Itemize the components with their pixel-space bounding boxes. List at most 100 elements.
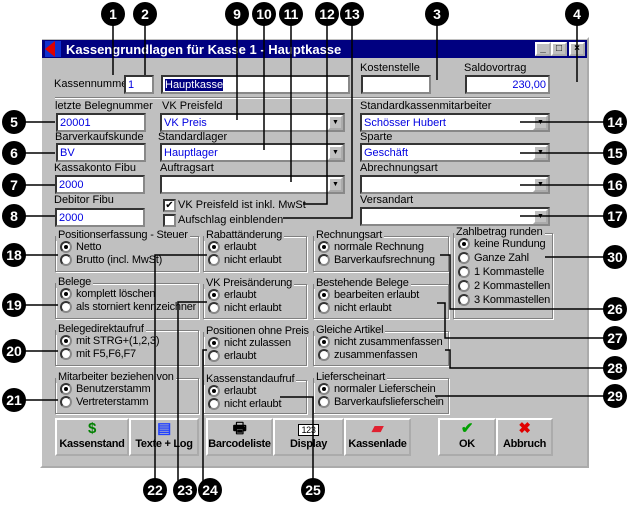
barverkaufskunde-input[interactable]: BV	[56, 143, 146, 162]
radio-button[interactable]	[60, 301, 72, 313]
radio-label: erlaubt	[224, 350, 257, 362]
abbruch-button[interactable]: ✖Abbruch	[496, 418, 553, 456]
radio-button[interactable]	[208, 289, 220, 301]
radio-option[interactable]: Barverkaufsrechnung	[318, 254, 446, 266]
minimize-button[interactable]: _	[535, 42, 551, 56]
radio-option[interactable]: 3 Kommastellen	[458, 294, 550, 306]
radio-option[interactable]: komplett löschen	[60, 288, 196, 300]
radio-button[interactable]	[208, 241, 220, 253]
saldovortrag-input[interactable]: 230,00	[465, 75, 550, 94]
radio-label: Brutto (incl. MwSt)	[76, 254, 163, 266]
radio-option[interactable]: nicht zulassen	[208, 337, 304, 349]
radio-button[interactable]	[208, 337, 220, 349]
radio-option[interactable]: Vertreterstamm	[60, 396, 196, 408]
kassennummer-label: Kassennumme	[54, 78, 128, 90]
kassennummer-input[interactable]: 1	[124, 75, 154, 94]
radio-label: nicht erlaubt	[224, 398, 282, 410]
radio-button[interactable]	[318, 241, 330, 253]
radio-button[interactable]	[318, 336, 330, 348]
radio-button[interactable]	[458, 294, 470, 306]
versandart-combo[interactable]: ▼	[360, 207, 550, 226]
radio-button[interactable]	[318, 289, 330, 301]
maximize-button[interactable]: □	[551, 42, 567, 56]
radio-option[interactable]: erlaubt	[208, 241, 304, 253]
radio-button[interactable]	[208, 350, 220, 362]
belegnummer-input[interactable]: 20001	[56, 113, 146, 132]
aufschlag-checkbox[interactable]	[163, 214, 176, 227]
radio-button[interactable]	[208, 385, 220, 397]
radio-button[interactable]	[318, 383, 330, 395]
radio-option[interactable]: mit STRG+(1,2,3)	[60, 335, 196, 347]
radio-option[interactable]: Ganze Zahl	[458, 252, 550, 264]
radio-button[interactable]	[458, 238, 470, 250]
radio-button[interactable]	[458, 266, 470, 278]
radio-option[interactable]: nicht erlaubt	[208, 254, 304, 266]
radio-option[interactable]: 2 Kommastellen	[458, 280, 550, 292]
dropdown-arrow-icon[interactable]: ▼	[328, 177, 343, 192]
radio-option[interactable]: nicht erlaubt	[318, 302, 446, 314]
vkpreisfeld-combo[interactable]: VK Preis▼	[160, 113, 345, 132]
radio-button[interactable]	[318, 396, 330, 408]
standardlager-combo[interactable]: Hauptlager▼	[160, 143, 345, 162]
radio-button[interactable]	[458, 252, 470, 264]
radio-button[interactable]	[208, 302, 220, 314]
radio-option[interactable]: keine Rundung	[458, 238, 550, 250]
radio-option[interactable]: normaler Lieferschein	[318, 383, 446, 395]
radio-option[interactable]: Brutto (incl. MwSt)	[60, 254, 196, 266]
auftragsart-combo[interactable]: ▼	[160, 175, 345, 194]
radio-option[interactable]: nicht erlaubt	[208, 302, 304, 314]
radio-option[interactable]: normale Rechnung	[318, 241, 446, 253]
radio-button[interactable]	[60, 288, 72, 300]
radio-button[interactable]	[318, 302, 330, 314]
radio-button[interactable]	[318, 349, 330, 361]
dropdown-arrow-icon[interactable]: ▼	[328, 115, 343, 130]
radio-option[interactable]: erlaubt	[208, 289, 304, 301]
barcodeliste-button[interactable]: 🖶Barcodeliste	[206, 418, 273, 456]
radio-option[interactable]: mit F5,F6,F7	[60, 348, 196, 360]
radio-button[interactable]	[60, 335, 72, 347]
kostenstelle-input[interactable]	[361, 75, 431, 94]
radio-button[interactable]	[60, 254, 72, 266]
kassenlade-button[interactable]: ▰Kassenlade	[344, 418, 411, 456]
radio-option[interactable]: erlaubt	[208, 385, 304, 397]
radio-label: bearbeiten erlaubt	[334, 289, 420, 301]
dropdown-arrow-icon[interactable]: ▼	[328, 145, 343, 160]
callout-marker: 30	[603, 245, 627, 269]
radio-option[interactable]: zusammenfassen	[318, 349, 446, 361]
radio-button[interactable]	[60, 383, 72, 395]
radio-button[interactable]	[208, 398, 220, 410]
notepad-icon: ▤	[157, 420, 171, 437]
radio-option[interactable]: bearbeiten erlaubt	[318, 289, 446, 301]
group-title: Gleiche Artikel	[314, 324, 386, 336]
ok-button[interactable]: ✔OK	[438, 418, 496, 456]
kassenstand-button[interactable]: $Kassenstand	[55, 418, 129, 456]
texte-log-button[interactable]: ▤Texte + Log	[129, 418, 199, 456]
radio-option[interactable]: Netto	[60, 241, 196, 253]
radio-label: Barverkaufsrechnung	[334, 254, 435, 266]
callout-marker: 7	[2, 173, 26, 197]
radio-option[interactable]: 1 Kommastelle	[458, 266, 550, 278]
radio-option[interactable]: als storniert kennzeichnen	[60, 301, 196, 313]
radio-button[interactable]	[60, 348, 72, 360]
radio-option[interactable]: nicht zusammenfassen	[318, 336, 446, 348]
radio-label: nicht erlaubt	[224, 302, 282, 314]
mitarbeiter-combo[interactable]: Schösser Hubert▼	[360, 113, 550, 132]
radio-option[interactable]: erlaubt	[208, 350, 304, 362]
radio-button[interactable]	[208, 254, 220, 266]
radio-option[interactable]: Barverkaufslieferschein	[318, 396, 446, 408]
radio-button[interactable]	[60, 241, 72, 253]
group-title: Rechnungsart	[314, 229, 385, 241]
radio-button[interactable]	[60, 396, 72, 408]
radio-button[interactable]	[458, 280, 470, 292]
radio-option[interactable]: nicht erlaubt	[208, 398, 304, 410]
vk-inkl-mwst-checkbox[interactable]: ✔	[163, 199, 176, 212]
radio-button[interactable]	[318, 254, 330, 266]
group-title: Mitarbeiter beziehen von	[56, 371, 176, 383]
radio-option[interactable]: Benutzerstamm	[60, 383, 196, 395]
kassakonto-input[interactable]: 2000	[55, 175, 145, 194]
debitor-input[interactable]: 2000	[55, 208, 145, 227]
kasse-name-input[interactable]: Hauptkasse	[161, 75, 350, 94]
